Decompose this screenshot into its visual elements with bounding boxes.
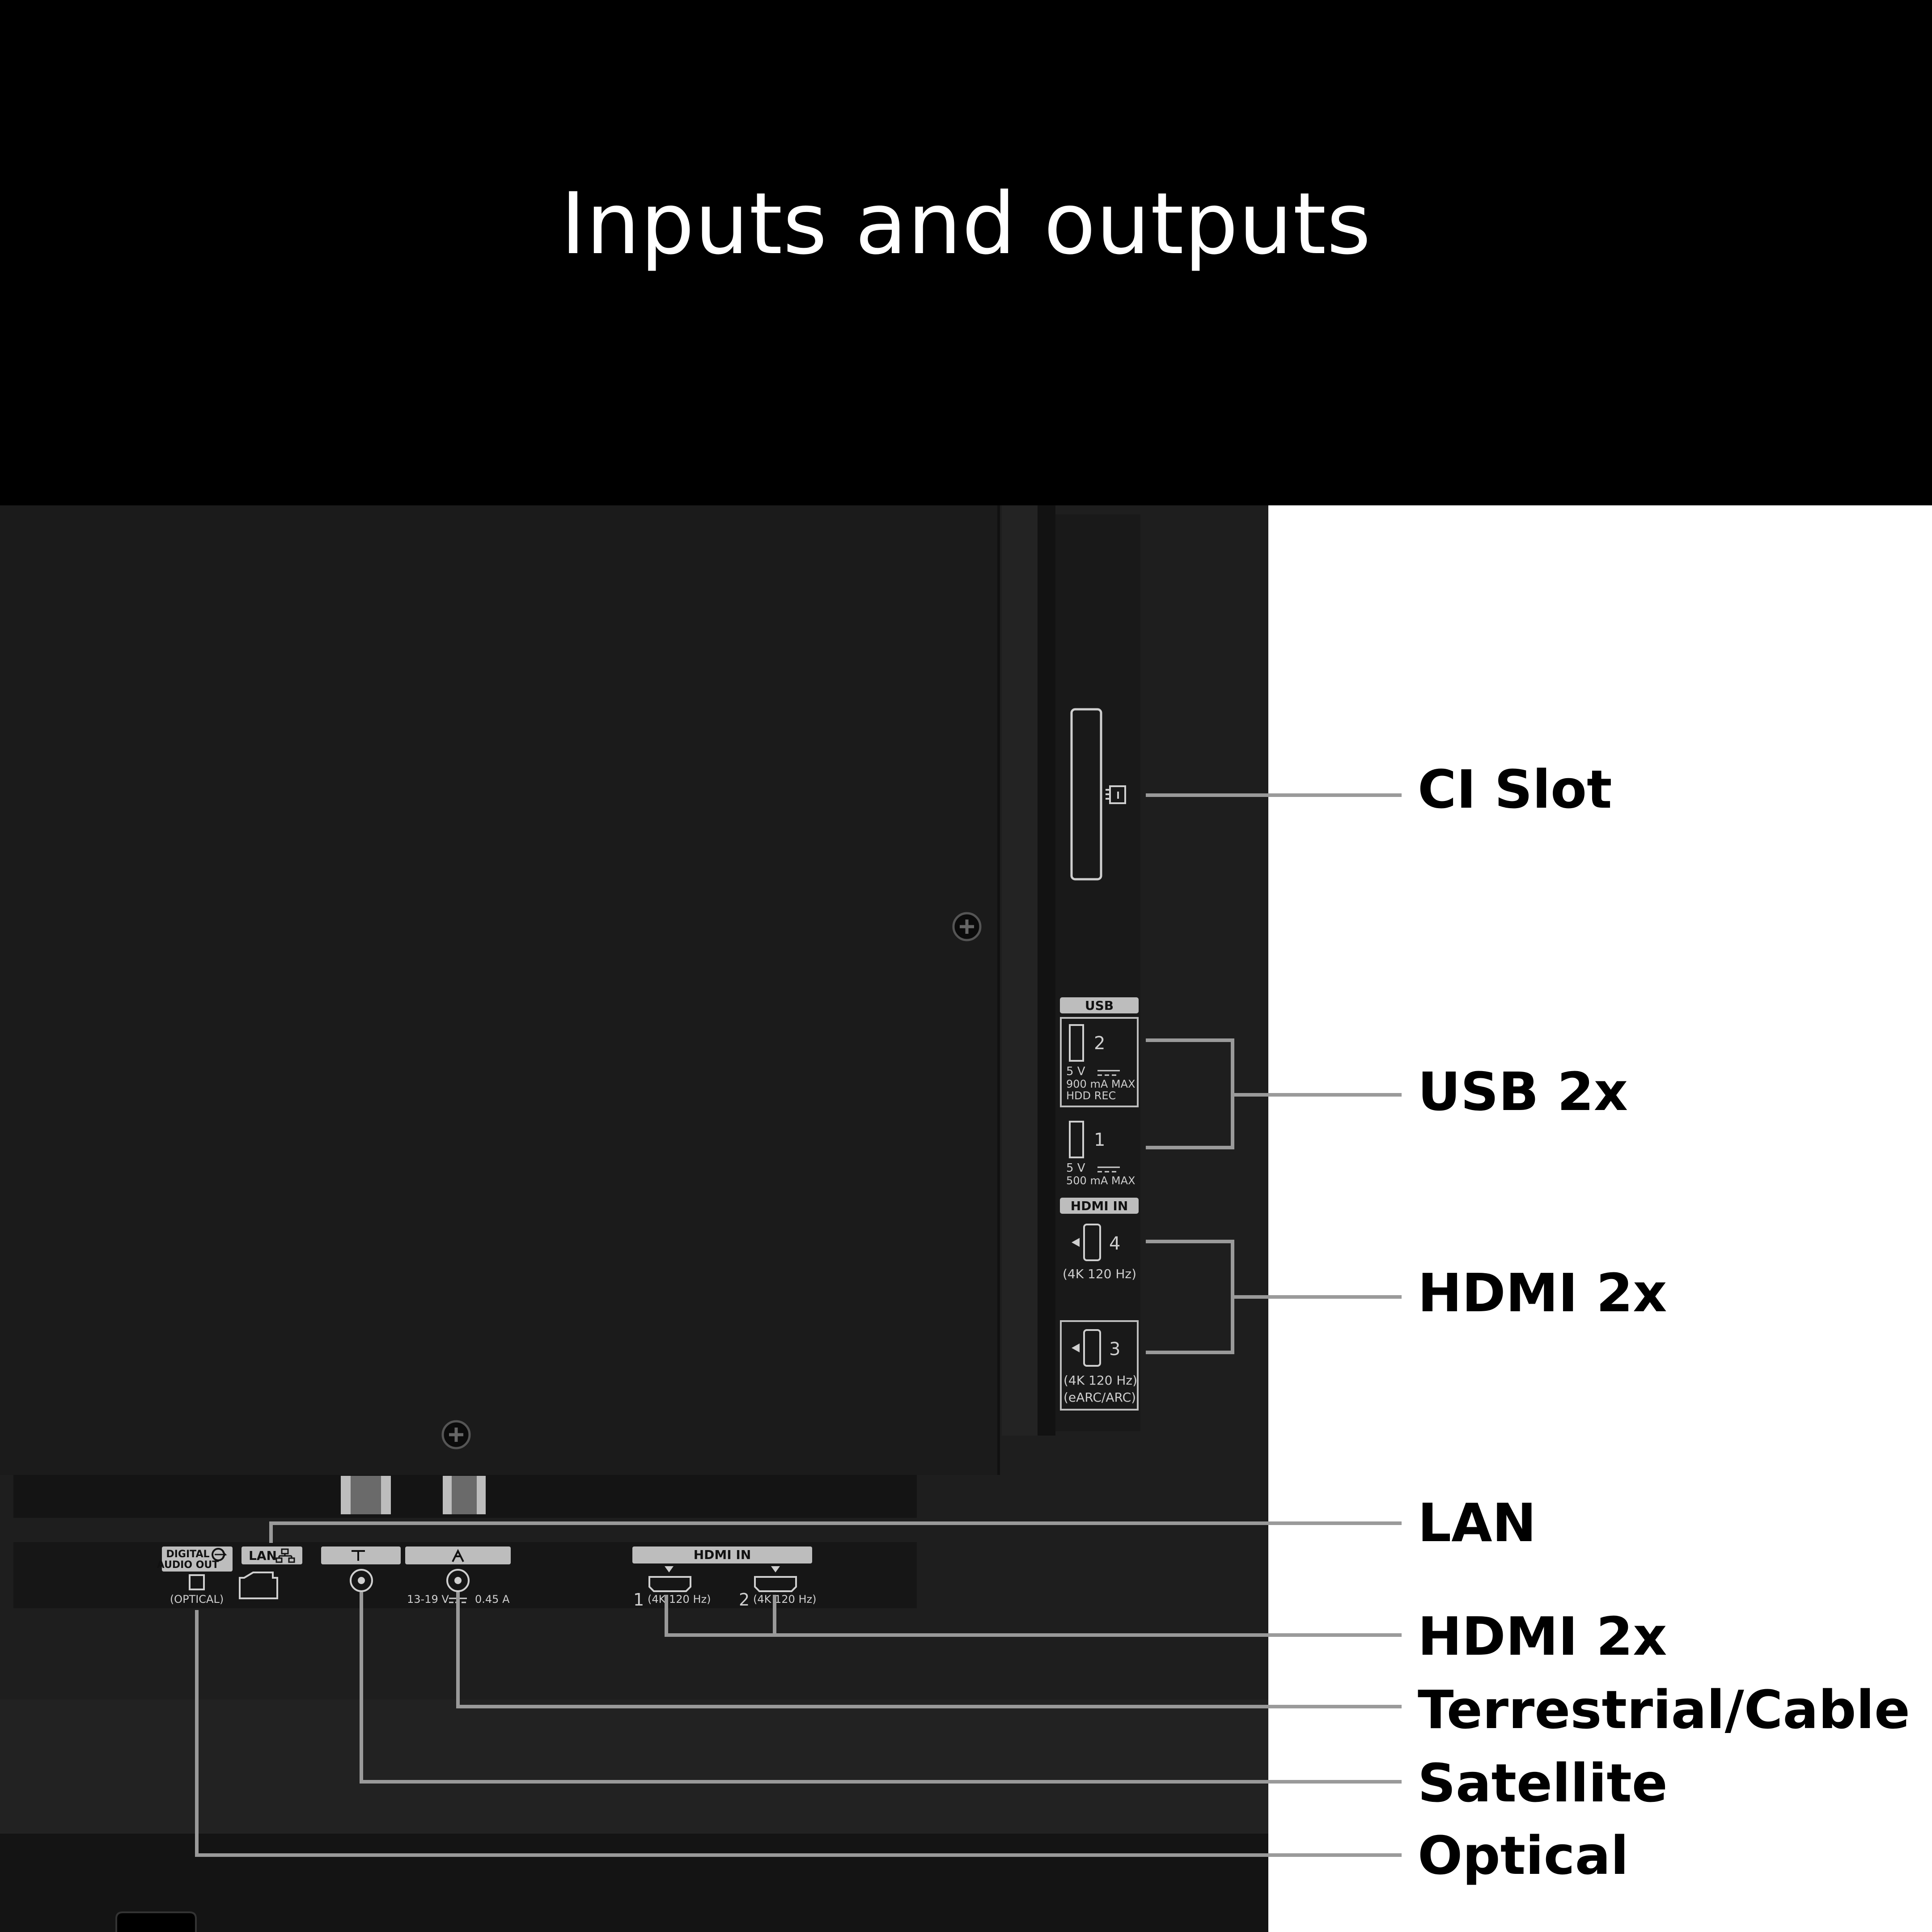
leader-hdmi-side bbox=[1146, 1240, 1402, 1354]
digital-audio-badge bbox=[162, 1546, 233, 1572]
usb2-port bbox=[1069, 1024, 1084, 1062]
hdmi2-spec: (4K 120 Hz) bbox=[753, 1593, 816, 1606]
callout-hdmi-side: HDMI 2x bbox=[1418, 1262, 1667, 1324]
ci-card-icon bbox=[1106, 785, 1126, 804]
usb2-number: 2 bbox=[1094, 1033, 1105, 1054]
hdmi4-number: 4 bbox=[1109, 1233, 1120, 1254]
hdmi-arrow-icon bbox=[665, 1566, 674, 1572]
optical-out-icon bbox=[212, 1548, 227, 1561]
ci-slot-port bbox=[1070, 708, 1102, 881]
callout-hdmi-bottom: HDMI 2x bbox=[1418, 1606, 1667, 1667]
page-title: Inputs and outputs bbox=[560, 174, 1372, 273]
callout-panel bbox=[1268, 505, 1932, 1932]
leader-lines bbox=[195, 793, 1402, 1857]
hdmi-arrow-icon bbox=[1072, 1238, 1080, 1247]
leader-hdmi-bottom bbox=[665, 1595, 1402, 1637]
side-connector-panel bbox=[1055, 514, 1140, 1431]
usb-header: USB bbox=[1085, 998, 1114, 1013]
terrestrial-port-pin bbox=[454, 1577, 462, 1584]
satellite-port bbox=[350, 1569, 373, 1592]
back-plate-edge bbox=[997, 505, 1000, 1475]
side-rail bbox=[1002, 505, 1038, 1436]
usb1-number: 1 bbox=[1094, 1130, 1105, 1150]
callout-optical: Optical bbox=[1418, 1825, 1629, 1886]
digital-audio-line2: AUDIO OUT bbox=[157, 1559, 219, 1571]
usb2-voltage: 5 V bbox=[1066, 1065, 1085, 1078]
usb2-frame bbox=[1060, 1017, 1139, 1107]
callout-terrestrial: Terrestrial/Cable bbox=[1418, 1679, 1910, 1741]
optical-label: (OPTICAL) bbox=[170, 1593, 224, 1606]
callout-usb: USB 2x bbox=[1418, 1061, 1628, 1123]
lan-badge bbox=[242, 1546, 302, 1564]
leader-terrestrial bbox=[456, 1592, 1402, 1708]
screw-icon bbox=[441, 1420, 471, 1449]
hdmi3-number: 3 bbox=[1109, 1339, 1120, 1360]
hdmi3-spec: (4K 120 Hz) bbox=[1063, 1373, 1137, 1388]
hdmi-side-header: HDMI IN bbox=[1071, 1199, 1128, 1213]
satellite-badge bbox=[321, 1546, 401, 1564]
callout-ci-slot: CI Slot bbox=[1418, 758, 1612, 820]
hdmi4-spec: (4K 120 Hz) bbox=[1063, 1267, 1136, 1281]
hdmi-arrow-icon bbox=[771, 1566, 780, 1572]
leader-optical bbox=[195, 1610, 1402, 1857]
terrestrial-antenna-icon bbox=[452, 1549, 464, 1562]
back-plate bbox=[0, 505, 997, 1475]
screw-icon bbox=[952, 912, 982, 941]
usb1-current: 500 mA MAX bbox=[1066, 1174, 1135, 1187]
digital-audio-line1: DIGITAL bbox=[166, 1549, 209, 1560]
hdmi3-port bbox=[1083, 1329, 1101, 1367]
stand-foot bbox=[115, 1911, 197, 1932]
stand-shadow bbox=[0, 1699, 1268, 1834]
usb2-current: 900 mA MAX bbox=[1066, 1078, 1135, 1090]
hdmi3-frame bbox=[1060, 1320, 1139, 1411]
hdmi2-port bbox=[754, 1576, 797, 1592]
callout-satellite: Satellite bbox=[1418, 1752, 1668, 1814]
stand-post-left-inner bbox=[351, 1476, 381, 1514]
optical-port bbox=[189, 1574, 205, 1590]
leader-usb bbox=[1146, 1038, 1402, 1149]
hdmi1-spec: (4K 120 Hz) bbox=[648, 1593, 711, 1606]
hdmi-arrow-icon bbox=[1072, 1343, 1080, 1352]
usb-header-badge bbox=[1060, 997, 1139, 1013]
terrestrial-voltage: 13-19 V bbox=[407, 1593, 449, 1606]
hdmi3-arc: (eARC/ARC) bbox=[1063, 1390, 1136, 1405]
usb2-hdd-rec: HDD REC bbox=[1066, 1089, 1116, 1102]
terrestrial-current: 0.45 A bbox=[475, 1593, 510, 1606]
network-icon bbox=[275, 1548, 295, 1563]
usb1-port bbox=[1069, 1121, 1084, 1158]
stand-post-right-inner bbox=[452, 1476, 477, 1514]
hdmi-bottom-header-badge bbox=[632, 1546, 812, 1563]
lan-port bbox=[239, 1572, 278, 1599]
callout-lan: LAN bbox=[1418, 1492, 1537, 1554]
hdmi-side-header-badge bbox=[1060, 1198, 1139, 1214]
leader-lan bbox=[269, 1521, 1402, 1543]
hdmi4-port bbox=[1083, 1224, 1101, 1261]
hdmi-bottom-header: HDMI IN bbox=[694, 1547, 751, 1562]
terrestrial-port bbox=[446, 1569, 470, 1592]
hdmi1-port bbox=[648, 1576, 691, 1592]
header-band: Inputs and outputs bbox=[0, 0, 1932, 505]
satellite-port-pin bbox=[358, 1577, 365, 1584]
lan-label: LAN bbox=[249, 1548, 277, 1563]
hdmi2-number: 2 bbox=[739, 1590, 750, 1610]
satellite-antenna-icon bbox=[352, 1550, 365, 1561]
dc-symbol-icon bbox=[1097, 1070, 1120, 1076]
side-rail-gap bbox=[1038, 505, 1055, 1436]
dc-symbol-icon bbox=[1097, 1166, 1120, 1173]
stand-base bbox=[0, 1834, 1268, 1932]
hdmi1-number: 1 bbox=[633, 1590, 644, 1610]
usb1-voltage: 5 V bbox=[1066, 1161, 1085, 1175]
leader-satellite bbox=[360, 1592, 1402, 1784]
